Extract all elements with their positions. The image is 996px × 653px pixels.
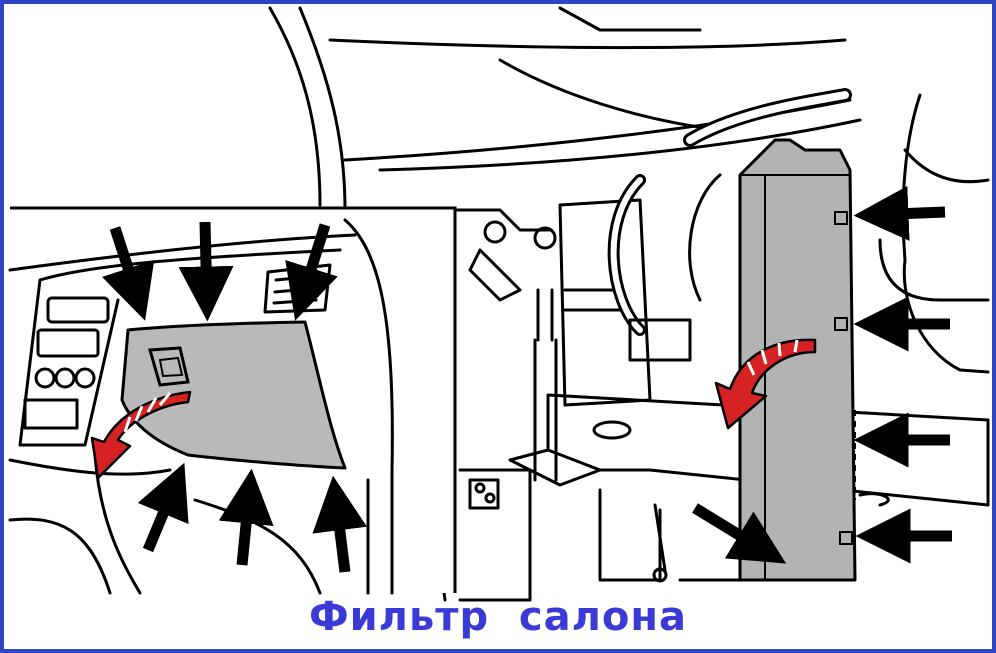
black-arrows: [101, 185, 952, 573]
curved-arrow-icon: [714, 338, 817, 430]
arrow-icon: [312, 475, 368, 573]
arrow-icon: [853, 185, 946, 241]
arrow-icon: [101, 226, 155, 321]
filter-housing: [738, 138, 857, 582]
arrow-icon: [218, 468, 274, 566]
arrow-icon: [137, 462, 189, 553]
arrow-icon: [178, 221, 234, 322]
curved-arrow-icon: [90, 390, 192, 480]
arrow-icon: [692, 503, 787, 564]
arrow-icon: [285, 223, 338, 321]
background-structure: [268, 6, 990, 602]
dashboard-inset: [8, 206, 457, 595]
caption-title: Фильтр салона: [308, 594, 688, 640]
